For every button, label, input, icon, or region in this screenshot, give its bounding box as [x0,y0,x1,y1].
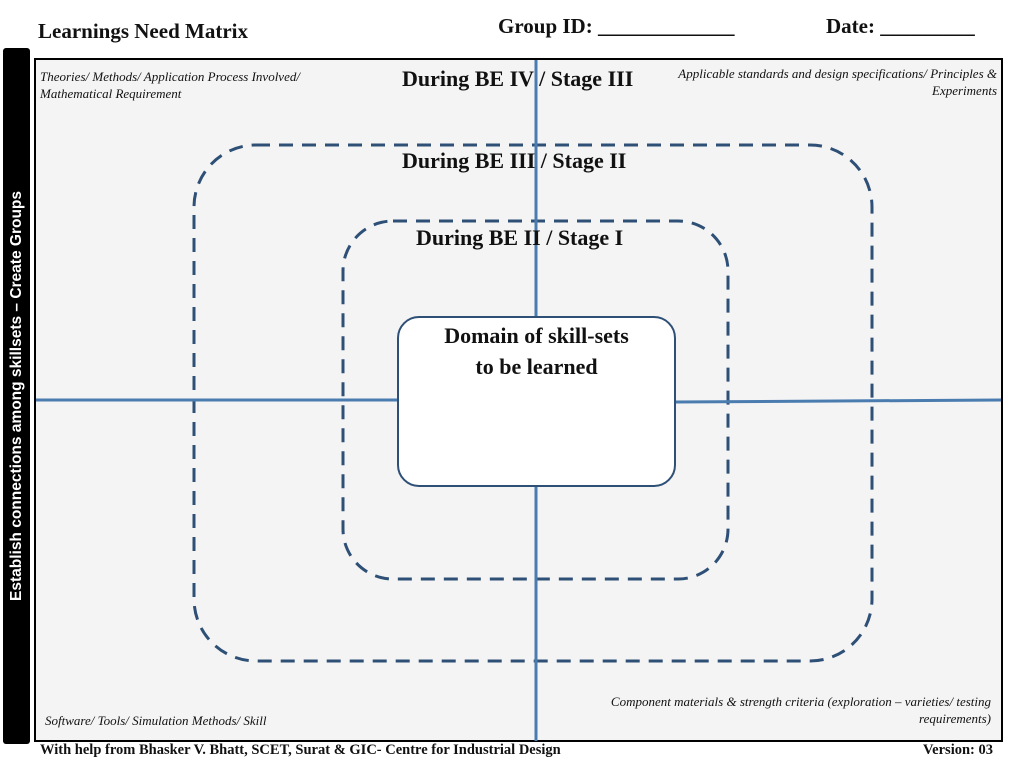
quadrant-label-bottom-left: Software/ Tools/ Simulation Methods/ Ski… [45,713,267,728]
quadrant-label-top-left: Theories/ Methods/ Application Process I… [40,69,300,101]
page-title: Learnings Need Matrix [38,19,248,43]
sidebar-banner: Establish connections among skillsets – … [3,48,30,744]
center-domain-line-2: to be learned [475,354,598,379]
stage-label-middle: During BE III / Stage II [402,148,627,173]
date-field[interactable]: Date: _________ [826,14,975,38]
footer-credit: With help from Bhasker V. Bhatt, SCET, S… [40,742,561,758]
horizontal-axis-right [675,398,1002,404]
center-domain-line-1: Domain of skill-sets [444,323,629,348]
quadrant-label-bottom-right: Component materials & strength criteria … [610,694,991,726]
footer-version: Version: 03 [923,742,993,758]
stage-label-outer: During BE IV / Stage III [402,66,634,91]
group-id-field[interactable]: Group ID: _____________ [498,14,735,38]
center-domain-box: Domain of skill-sets to be learned [397,316,676,487]
stage-label-inner: During BE II / Stage I [416,225,624,250]
outer-stage-boundary [192,143,874,663]
quadrant-label-top-right: Applicable standards and design specific… [678,66,997,98]
